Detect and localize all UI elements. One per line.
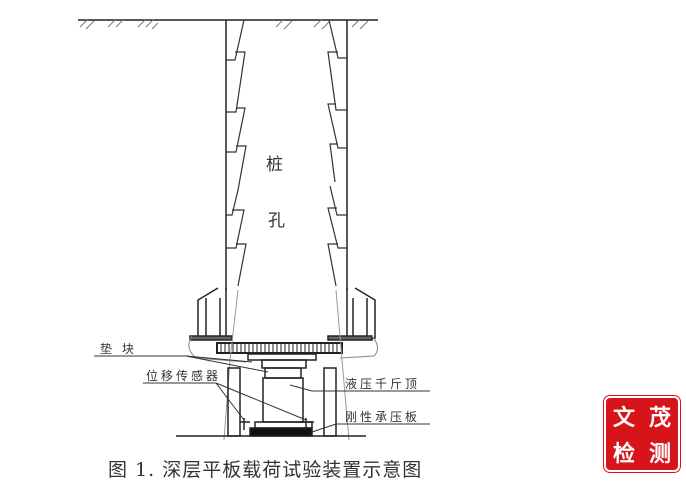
seal-char: 文 (612, 406, 635, 431)
right-bell-block (346, 287, 376, 339)
figure-caption: 图 1. 深层平板载荷试验装置示意图 (108, 459, 423, 481)
seal-char: 测 (648, 442, 671, 467)
company-seal-stamp: 文 茂 检 测 (606, 398, 678, 470)
seal-char: 检 (612, 442, 635, 467)
seal-char: 茂 (648, 406, 671, 431)
label-hydraulic-jack: 液压千斤顶 (345, 377, 421, 391)
label-displacement-sensor: 位移传感器 (146, 369, 222, 383)
label-pad-block: 垫 块 (100, 342, 137, 356)
label-rigid-bearing-plate: 刚性承压板 (345, 410, 421, 424)
rigid-bearing-plate (249, 427, 313, 437)
pad-block (216, 342, 343, 354)
pile-label-1: 桩 (266, 155, 283, 175)
left-bell-block (197, 287, 227, 339)
hydraulic-jack (262, 377, 304, 423)
pile-label-2: 孔 (268, 211, 285, 231)
